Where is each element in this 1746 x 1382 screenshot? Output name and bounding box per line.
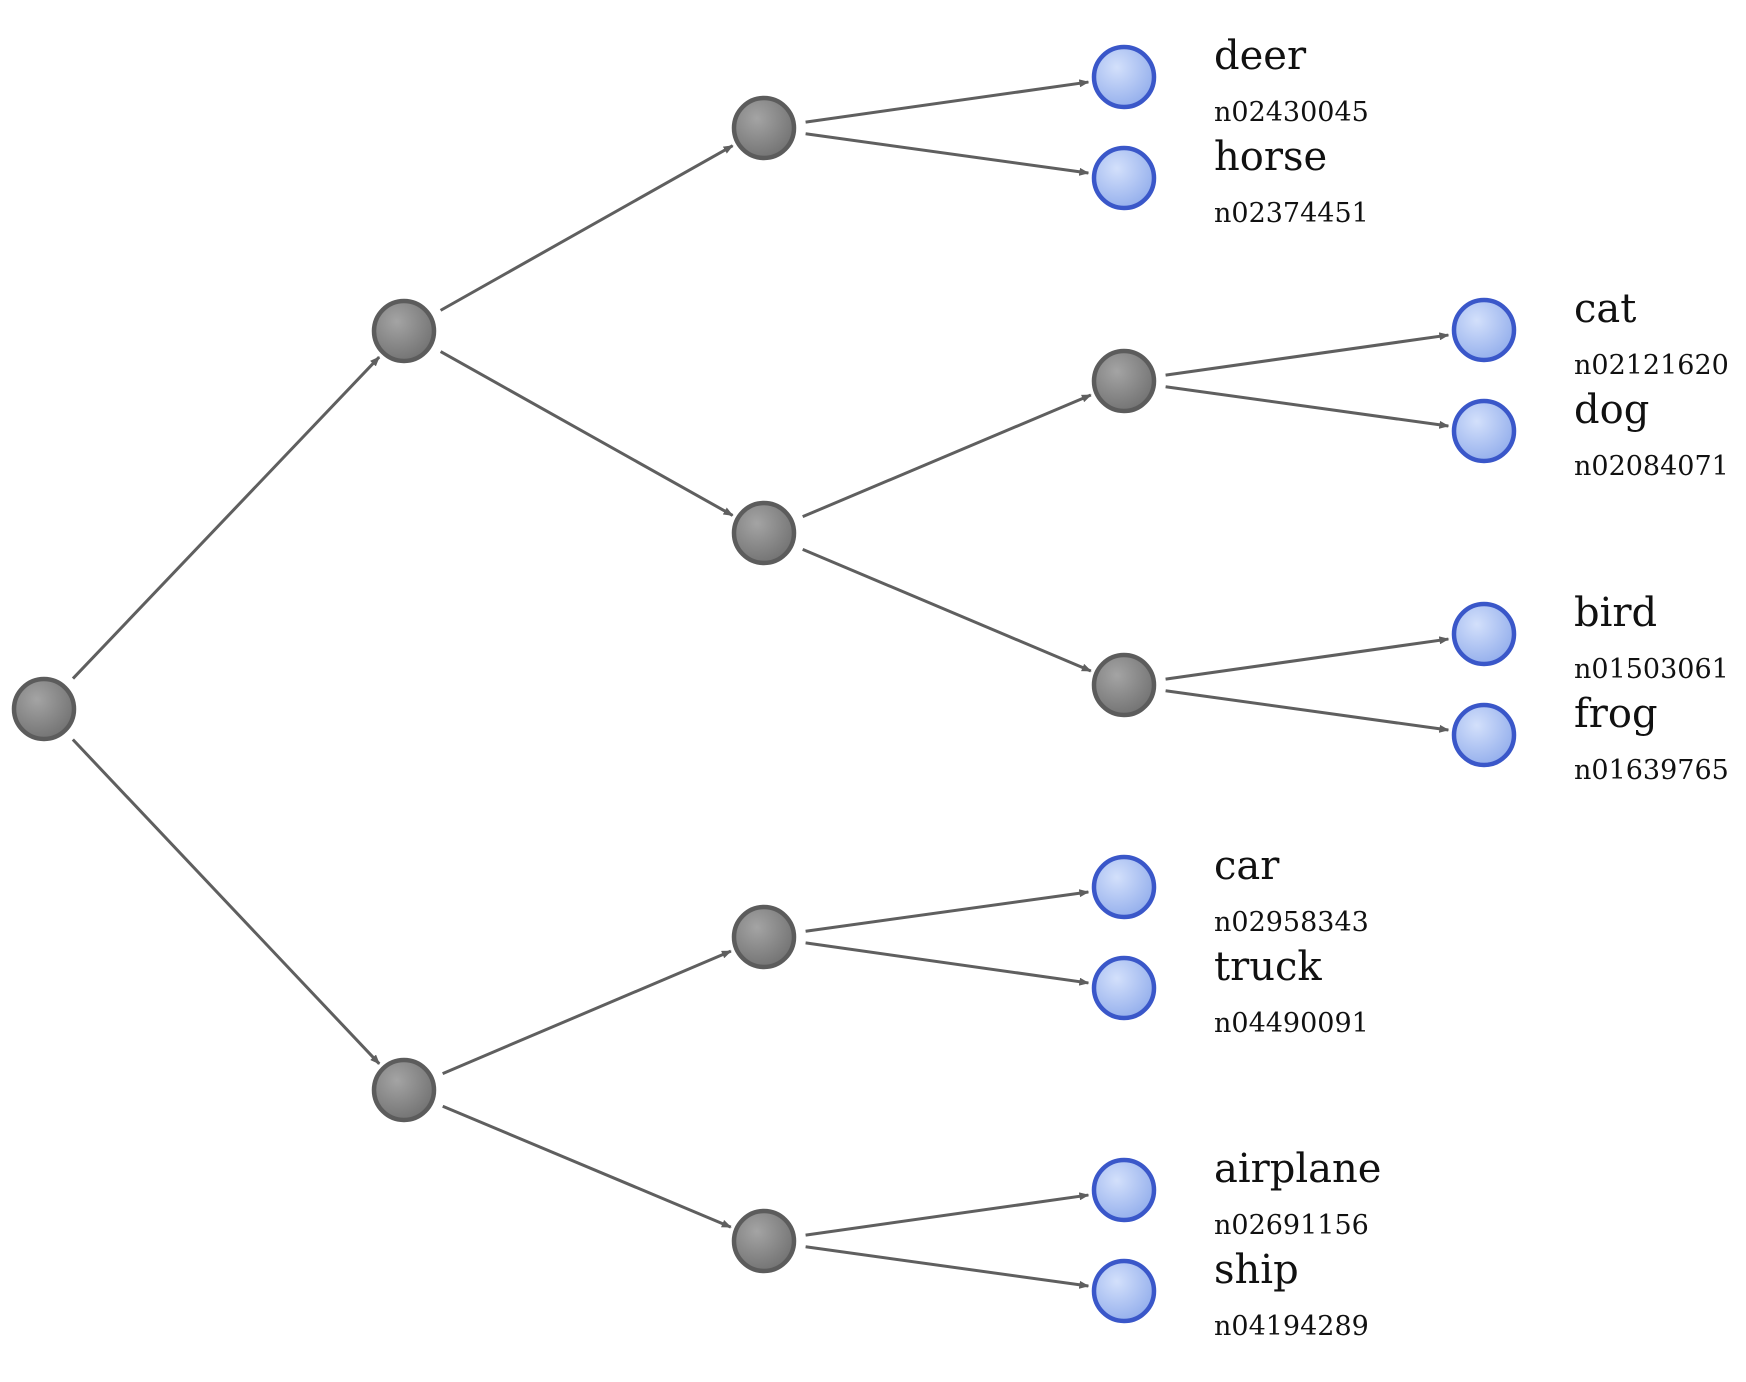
edge-0-0-to-0-0-0: [805, 79, 1090, 124]
leaf-node-cat: [1451, 297, 1517, 363]
edge-1-1-to-1-1-1: [805, 1245, 1090, 1289]
leaf-wnid-horse: n02374451: [1214, 198, 1369, 229]
leaf-label-truck: truck: [1214, 944, 1322, 990]
edge-0-1-1-to-0-1-1-1: [1165, 689, 1450, 733]
edge-0-1-to-0-1-0: [802, 393, 1092, 519]
edge-0-1-1-to-0-1-1-0: [1165, 636, 1450, 681]
inner-node-0-0: [731, 95, 797, 161]
edge-1-1-to-1-1-0: [805, 1192, 1090, 1237]
edge-0-to-0-0: [439, 144, 734, 312]
edge-1-to-1-1: [442, 1104, 732, 1229]
edge-0-to-0-1: [439, 350, 734, 517]
inner-node-0-1-0: [1091, 348, 1157, 414]
edge-root-to-0: [71, 356, 381, 680]
edge-root-to-1: [71, 738, 381, 1065]
leaf-wnid-car: n02958343: [1214, 907, 1369, 938]
inner-node-0-1-1: [1091, 652, 1157, 718]
leaf-node-horse: [1091, 145, 1157, 211]
leaf-label-ship: ship: [1214, 1247, 1299, 1293]
inner-node-1-0: [731, 904, 797, 970]
leaf-label-horse: horse: [1214, 134, 1327, 180]
nodes-layer: [11, 44, 1517, 1324]
leaf-label-dog: dog: [1574, 387, 1649, 433]
leaf-label-bird: bird: [1574, 590, 1657, 636]
labels-layer: deer n02430045 horse n02374451 cat n02121620 d…: [1214, 33, 1729, 1342]
leaf-wnid-ship: n04194289: [1214, 1311, 1369, 1342]
leaf-node-deer: [1091, 44, 1157, 110]
inner-node-root: [11, 676, 77, 742]
leaf-wnid-truck: n04490091: [1214, 1008, 1369, 1039]
edge-0-1-0-to-0-1-0-1: [1165, 385, 1450, 429]
edge-0-1-to-0-1-1: [802, 547, 1092, 673]
edge-0-0-to-0-0-1: [805, 132, 1090, 176]
edges-layer: [71, 79, 1450, 1289]
leaf-node-truck: [1091, 955, 1157, 1021]
leaf-wnid-dog: n02084071: [1574, 451, 1729, 482]
inner-node-1-1: [731, 1208, 797, 1274]
leaf-label-deer: deer: [1214, 33, 1307, 79]
edge-0-1-0-to-0-1-0-0: [1165, 332, 1450, 377]
leaf-label-car: car: [1214, 843, 1280, 889]
inner-node-0-1: [731, 500, 797, 566]
leaf-label-airplane: airplane: [1214, 1146, 1381, 1192]
leaf-wnid-frog: n01639765: [1574, 755, 1729, 786]
leaf-node-ship: [1091, 1258, 1157, 1324]
leaf-wnid-bird: n01503061: [1574, 654, 1729, 685]
leaf-node-car: [1091, 854, 1157, 920]
leaf-node-frog: [1451, 702, 1517, 768]
leaf-wnid-deer: n02430045: [1214, 97, 1369, 128]
leaf-label-frog: frog: [1574, 691, 1658, 737]
leaf-node-airplane: [1091, 1157, 1157, 1223]
inner-node-1: [371, 1057, 437, 1123]
leaf-wnid-airplane: n02691156: [1214, 1210, 1369, 1241]
edge-1-0-to-1-0-1: [805, 941, 1090, 986]
inner-node-0: [371, 298, 437, 364]
leaf-wnid-cat: n02121620: [1574, 350, 1729, 381]
edge-1-to-1-0: [442, 949, 732, 1075]
leaf-label-cat: cat: [1574, 286, 1636, 332]
leaf-node-bird: [1451, 601, 1517, 667]
leaf-node-dog: [1451, 398, 1517, 464]
edge-1-0-to-1-0-0: [805, 889, 1090, 933]
